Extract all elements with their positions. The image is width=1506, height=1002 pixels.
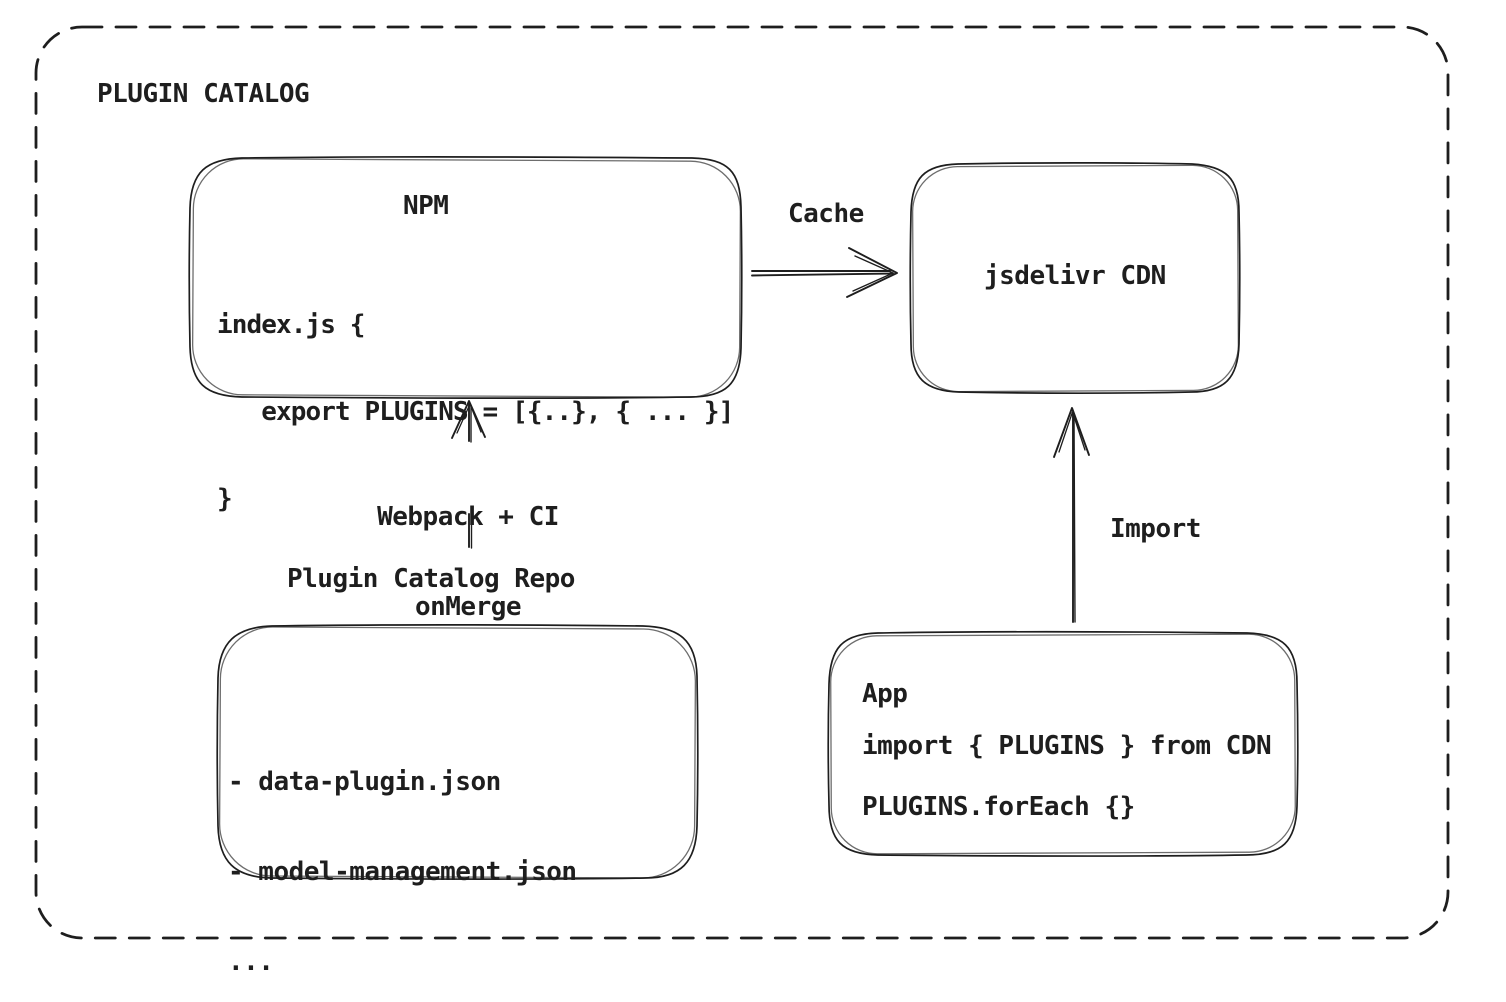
- repo-box: [216, 623, 699, 881]
- cdn-box-title: jsdelivr CDN: [984, 261, 1166, 291]
- npm-code-line: index.js {: [217, 310, 365, 340]
- cache-arrow-label: Cache: [788, 199, 864, 229]
- app-box-title: App: [862, 679, 908, 709]
- import-arrow: [1053, 407, 1090, 623]
- cdn-box: [909, 161, 1241, 395]
- build-arrow-label-line: onMerge: [414, 592, 522, 622]
- repo-file-list: - data-plugin.json - model-management.js…: [228, 707, 577, 1002]
- repo-box-title: Plugin Catalog Repo: [287, 564, 575, 594]
- npm-code-line: }: [217, 484, 233, 514]
- npm-box: [188, 155, 743, 400]
- npm-code-line: export PLUGINS = [{..}, { ... }]: [217, 397, 734, 427]
- build-arrow-label-line: Webpack + CI: [377, 502, 559, 532]
- build-arrow: [451, 400, 486, 549]
- cache-arrow: [751, 247, 898, 298]
- import-arrow-label: Import: [1110, 514, 1201, 544]
- diagram-title: PLUGIN CATALOG: [97, 79, 310, 109]
- build-arrow-label: Webpack + CI onMerge: [318, 442, 618, 682]
- app-box: [827, 630, 1299, 858]
- app-code-line: PLUGINS.forEach {}: [862, 792, 1135, 822]
- repo-file-item: - data-plugin.json: [228, 767, 501, 797]
- npm-code-block: index.js { export PLUGINS = [{..}, { ...…: [217, 253, 734, 572]
- app-code-line: import { PLUGINS } from CDN: [862, 731, 1272, 761]
- catalog-boundary: [34, 25, 1450, 940]
- npm-box-title: NPM: [403, 191, 449, 221]
- repo-file-item: - model-management.json: [228, 857, 577, 887]
- repo-file-item: ...: [228, 947, 274, 977]
